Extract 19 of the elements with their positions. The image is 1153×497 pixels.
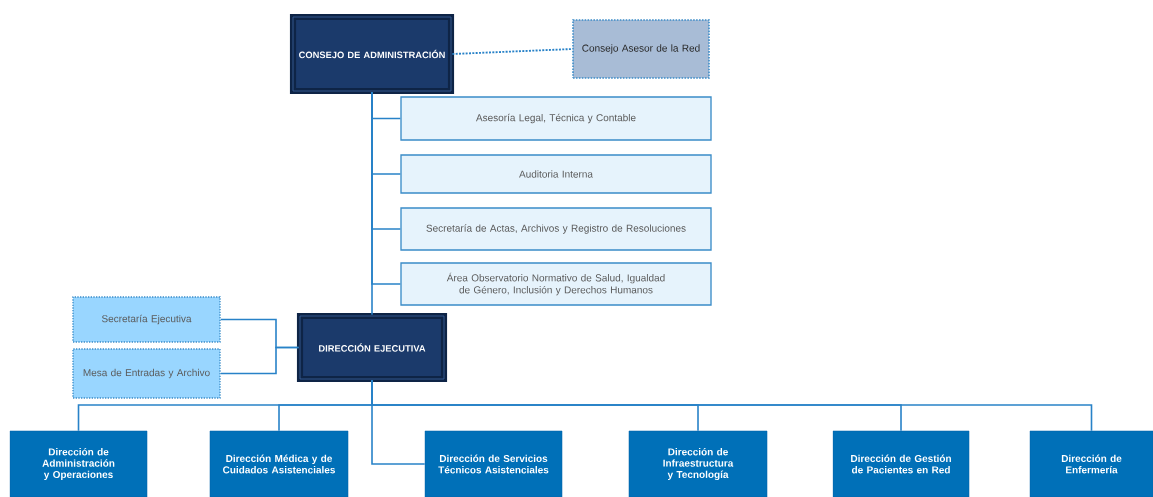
support-box: Mesa de Entradas y Archivo [72,348,221,399]
unit-box: Auditoria Interna [400,154,712,194]
department-box: Dirección de Enfermería [1029,430,1153,497]
connector-line [371,379,1093,432]
department-box: Dirección de Servicios Técnicos Asistenciales [424,430,563,497]
advisory-box: Consejo Asesor de la Red [572,19,710,79]
department-box: Dirección de Administración y Operaciones [9,430,148,497]
department-box: Dirección de Infraestructura y Tecnología [628,430,768,497]
connector-line [219,346,300,375]
department-box: Dirección Médica y de Cuidados Asistenciales [209,430,349,497]
unit-box: Asesoría Legal, Técnica y Contable [400,96,712,141]
connector-line [371,91,373,316]
department-box: Dirección de Gestión de Pacientes en Red [832,430,970,497]
support-box: Secretaría Ejecutiva [72,296,221,343]
unit-box: Secretaría de Actas, Archivos y Registro de Resoluciones [400,207,712,251]
unit-box: Área Observatorio Normativo de Salud, Igualdad de Género, Inclusión y Derechos Humanos [400,262,712,306]
connector-line [451,48,574,55]
executive-box: CONSEJO DE ADMINISTRACIÓN [289,13,455,95]
executive-box: DIRECCIÓN EJECUTIVA [296,312,448,383]
